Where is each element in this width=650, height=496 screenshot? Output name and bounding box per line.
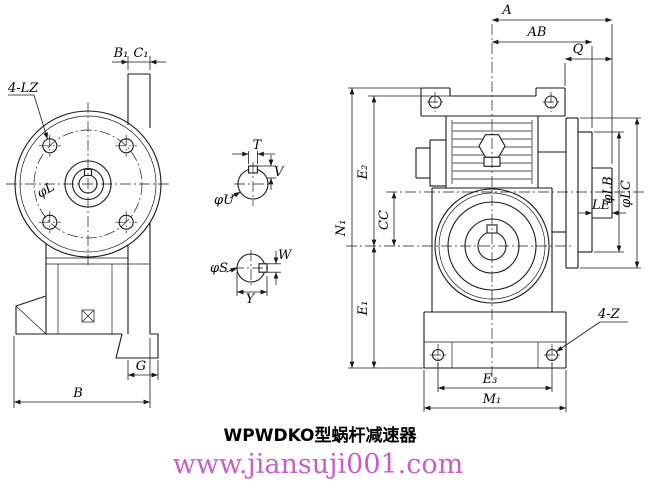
dim-label-e1: E₁	[356, 301, 371, 317]
dim-label-y: Y	[246, 292, 256, 307]
dim-label-e2: E₂	[356, 165, 371, 181]
dim-label-c1: C₁	[133, 46, 148, 61]
dim-label-e3: E₃	[482, 372, 498, 387]
wheel-housing-circle	[434, 188, 550, 304]
dim-label-b1: B₁	[113, 46, 129, 61]
dim-label-phi-l: φL	[35, 180, 58, 202]
shaft-detail-input: W φS Y	[210, 248, 293, 307]
dim-label-cc: CC	[377, 210, 392, 230]
dim-label-v: V	[274, 165, 285, 180]
dim-label-b: B	[72, 386, 83, 401]
dim-label-4z: 4-Z	[597, 307, 621, 322]
dim-label-phi-s: φS	[210, 261, 228, 276]
drawing-title: WPWDKO型蜗杆减速器	[224, 425, 418, 446]
dim-label-ab: AB	[527, 25, 547, 40]
shaft-detail-output: T V φU	[214, 138, 285, 208]
dim-label-phi-u: φU	[214, 193, 235, 208]
dim-label-phi-lc: φLC	[619, 180, 634, 208]
front-view: 4-LZ B₁ C₁ φL B G	[6, 46, 172, 408]
dim-label-g: G	[136, 359, 146, 374]
dim-label-m1: M₁	[482, 392, 502, 407]
front-foot	[115, 333, 159, 359]
bolt-circle-centerline	[33, 129, 143, 239]
dim-label-t: T	[253, 138, 263, 153]
dim-label-le: LE	[591, 198, 611, 213]
watermark-url: www.jiansuji001.com	[173, 449, 464, 480]
dim-label-w: W	[278, 248, 293, 263]
dim-label-q: Q	[573, 42, 584, 57]
dim-label-phi-lb: φLB	[601, 176, 616, 203]
dim-label-n1: N₁	[334, 220, 349, 238]
dim-label-a: A	[501, 3, 511, 18]
dim-label-4lz: 4-LZ	[7, 81, 39, 96]
side-view: A AB Q N₁ E₂ CC E₁ φLB φLC LE 4-Z E₃ M₁	[334, 3, 644, 412]
